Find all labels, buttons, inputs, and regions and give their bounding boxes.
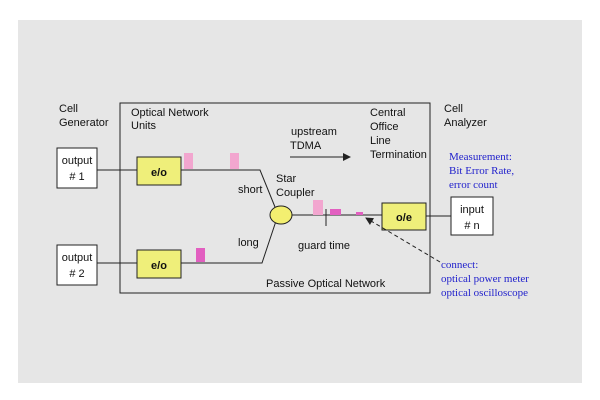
pon-label: Passive Optical Network	[266, 278, 386, 290]
upstream-label: upstream	[291, 126, 337, 138]
measurement-line3: error count	[449, 179, 498, 191]
fiber-short	[181, 169, 276, 208]
cell-analyzer-label-line2: Analyzer	[444, 117, 487, 129]
output-1-box	[56, 147, 98, 189]
cell-generator-label-line2: Generator	[59, 117, 109, 129]
tdma-label: TDMA	[290, 140, 322, 152]
connect-leader	[365, 217, 441, 263]
star-coupler-label-line2: Coupler	[276, 187, 315, 199]
onu-label-line1: Optical Network	[131, 107, 209, 119]
output-2-label-line1: output	[62, 252, 93, 264]
output-2-box	[56, 244, 98, 286]
cell-generator-label-line1: Cell	[59, 103, 78, 115]
guard-time-label: guard time	[298, 240, 350, 252]
input-n-box	[450, 196, 494, 236]
output-1-label-line2: # 1	[69, 171, 84, 183]
fiber-long	[181, 220, 277, 264]
central-office-label-line2: Office	[370, 121, 399, 133]
eo-converter-1	[136, 156, 182, 186]
pulse-trunk-2	[330, 209, 341, 215]
output-2-label-line2: # 2	[69, 268, 84, 280]
oe-converter-label: o/e	[396, 212, 412, 224]
input-n-label-line2: # n	[464, 220, 479, 232]
pulse-upper-2	[230, 153, 239, 169]
star-coupler	[269, 205, 293, 225]
connect-line3: optical oscilloscope	[441, 287, 528, 299]
central-office-label-line4: Termination	[370, 149, 427, 161]
central-office-label-line1: Central	[370, 107, 405, 119]
connect-line2: optical power meter	[441, 273, 529, 285]
eo-converter-2	[136, 249, 182, 279]
pulse-upper-1	[184, 153, 193, 169]
background-panel	[18, 20, 582, 383]
pon-box	[119, 102, 431, 294]
input-n-label-line1: input	[460, 204, 484, 216]
long-label: long	[238, 237, 259, 249]
central-office-label-line3: Line	[370, 135, 391, 147]
pulse-trunk-1	[313, 200, 323, 215]
measurement-line2: Bit Error Rate,	[449, 165, 514, 177]
measurement-title: Measurement:	[449, 151, 512, 163]
eo-converter-1-label: e/o	[151, 167, 167, 179]
pulse-trunk-3	[356, 212, 363, 215]
star-coupler-label-line1: Star	[276, 173, 297, 185]
output-1-label-line1: output	[62, 155, 93, 167]
connect-title: connect:	[441, 259, 478, 271]
onu-label-line2: Units	[131, 120, 157, 132]
cell-analyzer-label-line1: Cell	[444, 103, 463, 115]
oe-converter	[381, 202, 427, 231]
short-label: short	[238, 184, 262, 196]
eo-converter-2-label: e/o	[151, 260, 167, 272]
pulse-lower-1	[196, 248, 205, 262]
